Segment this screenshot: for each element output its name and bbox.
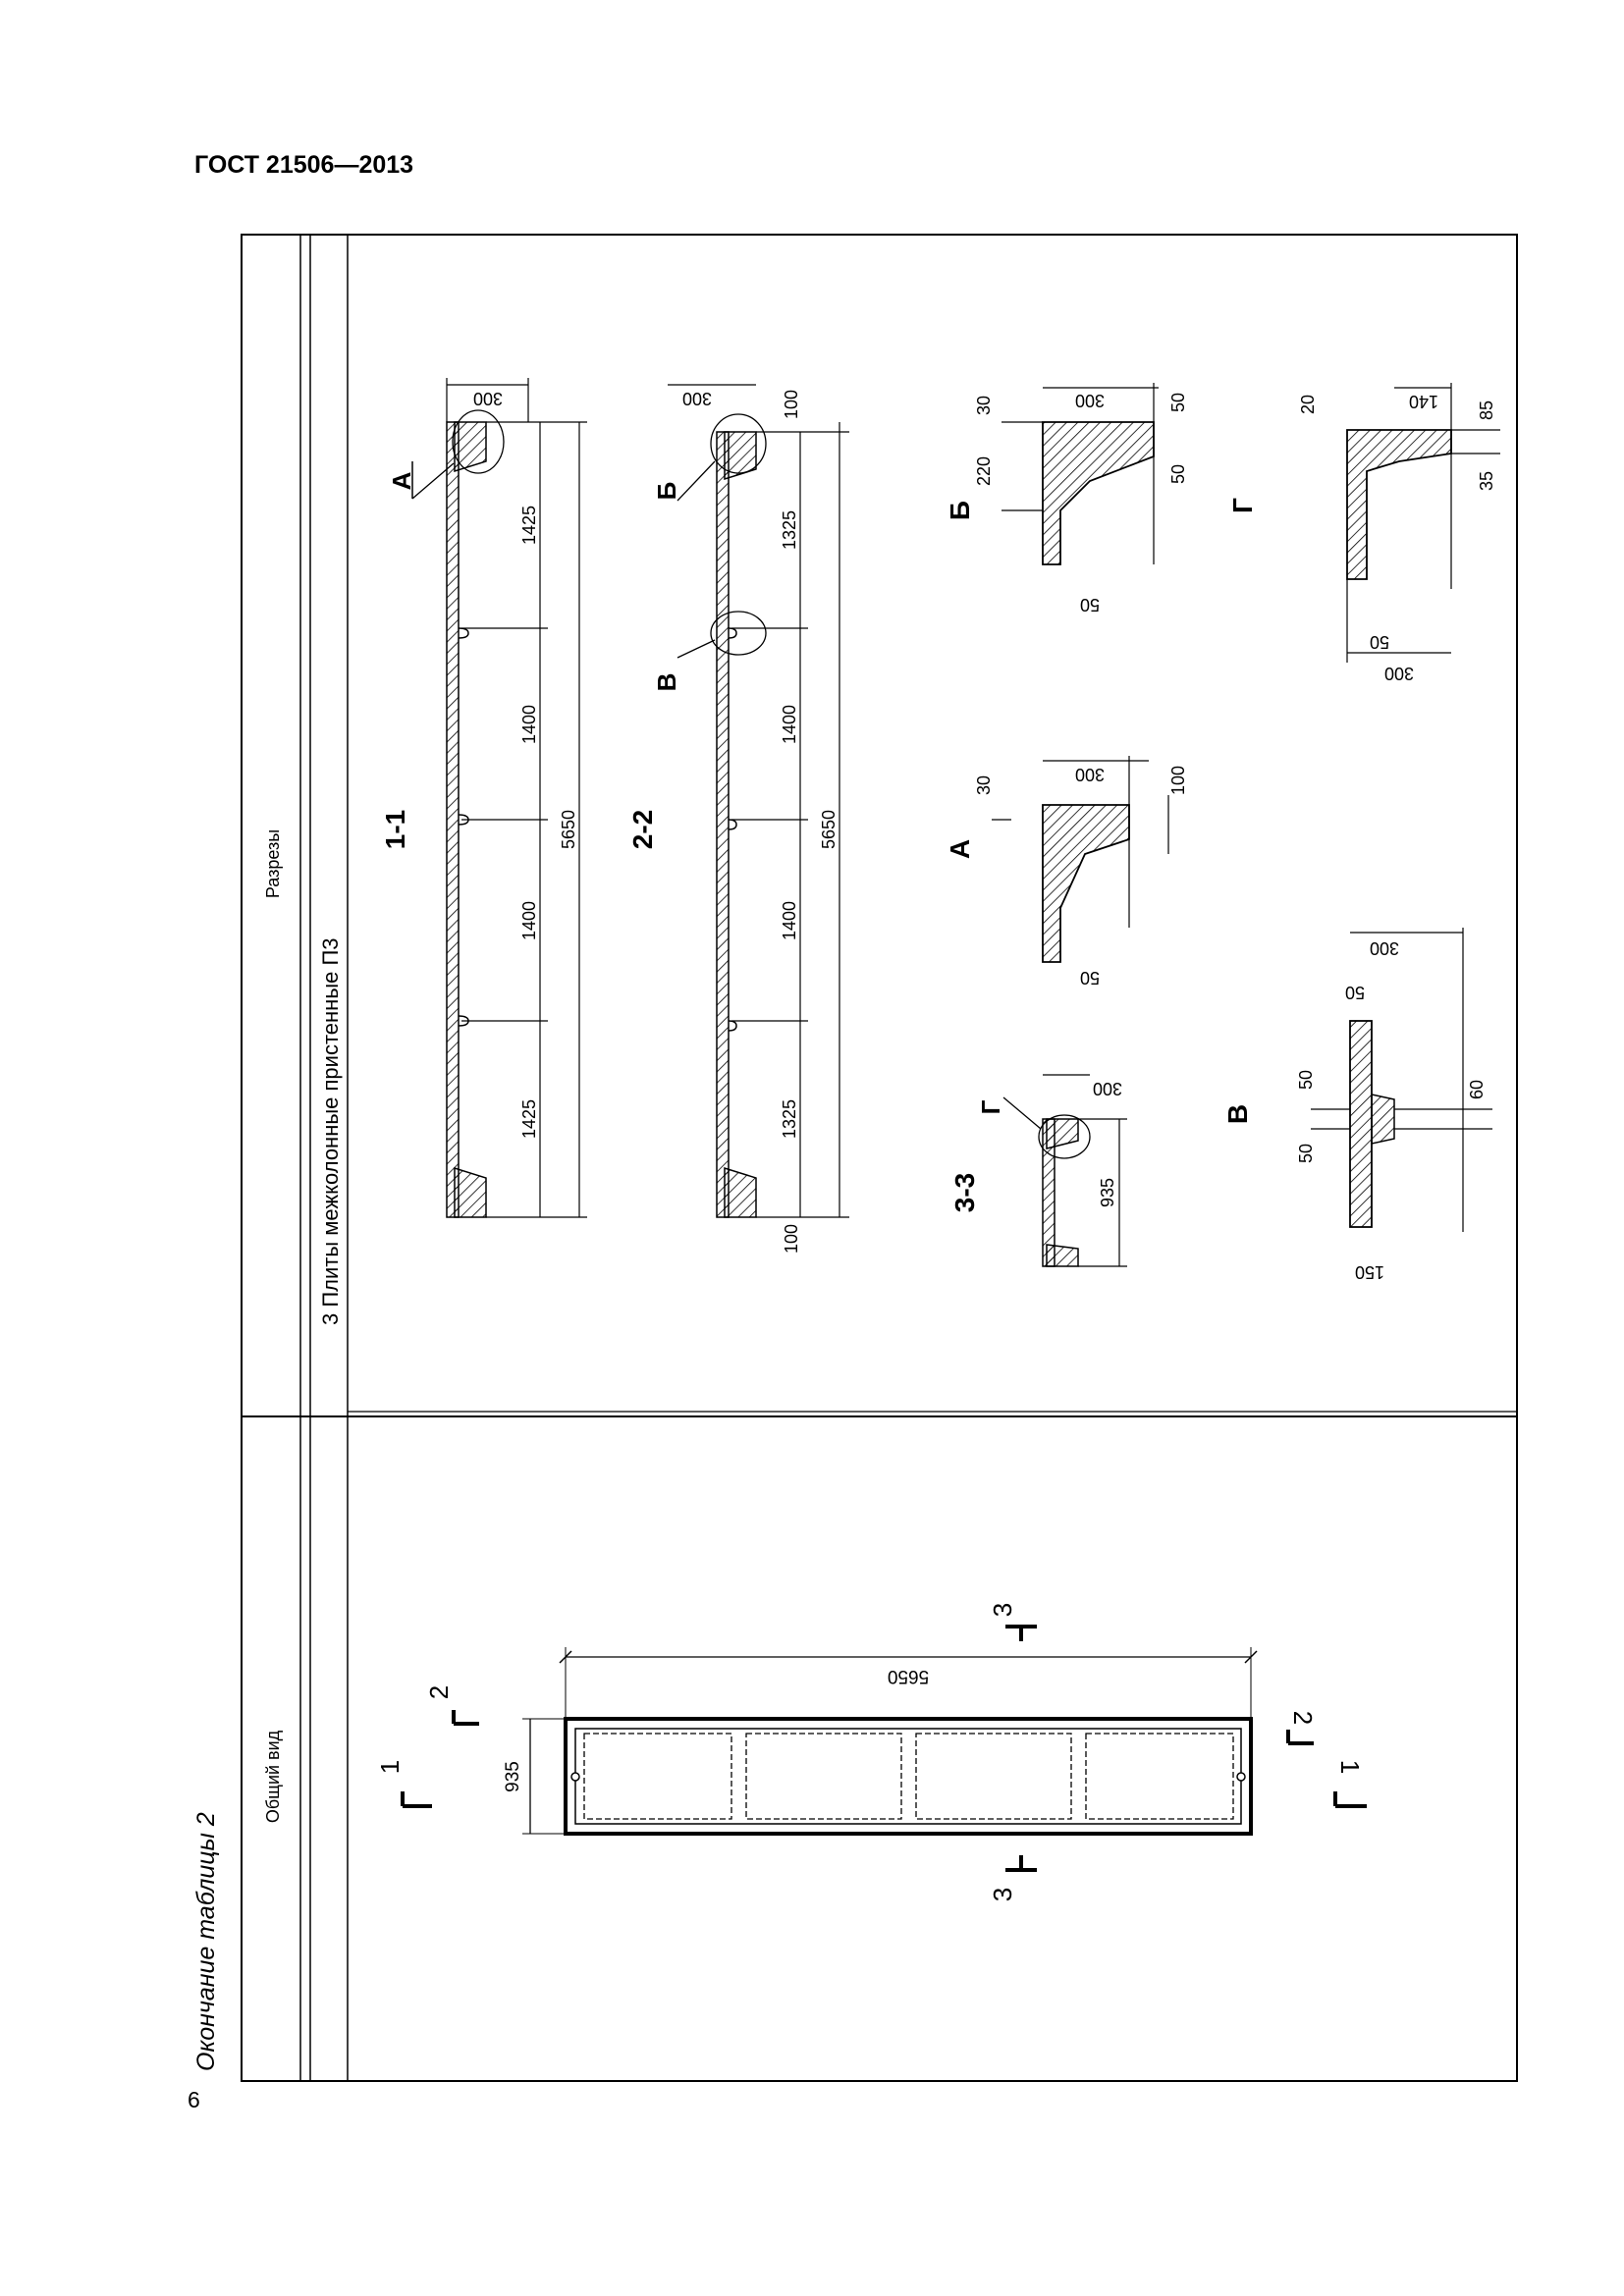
- detail-a: А 300 30 100 50: [945, 756, 1188, 988]
- detail-b-d50a: 50: [1168, 393, 1188, 412]
- plan-width-dim: 935: [503, 1761, 523, 1792]
- detail-a-d300: 300: [1075, 765, 1105, 784]
- detail-v-d60: 60: [1467, 1080, 1487, 1099]
- section-1-1-label: 1-1: [380, 810, 410, 849]
- table-frame: [241, 234, 1518, 2082]
- detail-v-d50: 50: [1296, 1070, 1316, 1090]
- s22-total: 5650: [819, 810, 839, 849]
- s11-seg-3: 1400: [519, 901, 539, 940]
- s22-seg-4: 1325: [780, 1099, 799, 1139]
- detail-b-d50b: 50: [1168, 464, 1188, 484]
- s11-width: 300: [473, 389, 503, 408]
- section-1-1-marker-a: А: [387, 471, 416, 490]
- cut-1-label-right: 1: [1335, 1760, 1365, 1774]
- detail-a-d50: 50: [1080, 968, 1100, 988]
- detail-v-d50top: 50: [1345, 983, 1365, 1002]
- detail-b-label: Б: [945, 501, 975, 520]
- detail-a-label: А: [945, 839, 975, 859]
- section-3-3-label: 3-3: [949, 1173, 980, 1212]
- plan-length-dim: 5650: [888, 1666, 929, 1686]
- detail-b-d30: 30: [974, 396, 994, 415]
- plan-view: 5650 935 1 2 2 1 3 3: [375, 1603, 1367, 1901]
- detail-v-label: В: [1222, 1104, 1253, 1124]
- detail-g-d140: 140: [1409, 392, 1438, 411]
- cut-1-label-left: 1: [375, 1760, 405, 1774]
- detail-g: Г 20 140 85 35 50 300: [1227, 383, 1500, 683]
- s33-width: 300: [1093, 1079, 1122, 1098]
- s22-width: 300: [682, 389, 712, 408]
- detail-v-d300: 300: [1370, 938, 1399, 958]
- detail-g-label: Г: [1227, 498, 1258, 513]
- section-3-3-marker-g: Г: [976, 1099, 1005, 1114]
- detail-g-d85: 85: [1477, 400, 1496, 420]
- detail-b-d50c: 50: [1080, 595, 1100, 614]
- s22-end-left: 100: [782, 390, 801, 419]
- cut-2-label-left: 2: [424, 1685, 454, 1699]
- detail-b: Б 300 30 220 50 50 50: [945, 383, 1188, 614]
- s22-seg-1: 1325: [780, 510, 799, 550]
- s22-seg-3: 1400: [780, 901, 799, 940]
- cut-3-label-bottom: 3: [988, 1888, 1017, 1901]
- s22-end-right: 100: [782, 1224, 801, 1254]
- document-title: ГОСТ 21506—2013: [194, 151, 414, 179]
- s11-seg-2: 1400: [519, 705, 539, 744]
- detail-g-d300: 300: [1384, 664, 1414, 683]
- detail-g-d35: 35: [1477, 471, 1496, 491]
- section-2-2-marker-v: В: [652, 673, 681, 692]
- col-header-sections: Разрезы: [263, 829, 283, 898]
- col-header-general-view: Общий вид: [263, 1730, 283, 1823]
- header-texts: Разрезы Общий вид 3 Плиты межколонные пр…: [263, 829, 343, 1823]
- section-2-2-label: 2-2: [627, 810, 658, 849]
- detail-b-d220: 220: [974, 456, 994, 486]
- detail-a-d100: 100: [1168, 766, 1188, 795]
- detail-g-d50: 50: [1370, 632, 1389, 652]
- row-title: 3 Плиты межколонные пристенные П3: [318, 937, 343, 1325]
- detail-v: В 300 50 50 50 60 150: [1222, 928, 1492, 1282]
- s11-seg-4: 1425: [519, 1099, 539, 1139]
- section-2-2-marker-b: Б: [652, 482, 681, 501]
- s33-length: 935: [1098, 1178, 1117, 1207]
- cut-2-label-right: 2: [1288, 1711, 1318, 1725]
- cut-3-label-top: 3: [988, 1603, 1017, 1617]
- section-2-2: 2-2 Б В 1325 1400 1400 1325 5650 300 100…: [627, 384, 849, 1254]
- section-3-3: 3-3 Г 935 300: [949, 1074, 1127, 1267]
- detail-g-d20: 20: [1298, 395, 1318, 414]
- s11-seg-1: 1425: [519, 506, 539, 545]
- detail-b-d300: 300: [1075, 391, 1105, 410]
- detail-v-d50b: 50: [1296, 1144, 1316, 1163]
- page-number: 6: [188, 2087, 200, 2112]
- detail-v-d150: 150: [1355, 1262, 1384, 1282]
- detail-a-d30: 30: [974, 775, 994, 795]
- s22-seg-2: 1400: [780, 705, 799, 744]
- section-1-1: 1-1 А 1425 1400 1400 1425 5650 300: [380, 378, 587, 1218]
- s11-total: 5650: [559, 810, 578, 849]
